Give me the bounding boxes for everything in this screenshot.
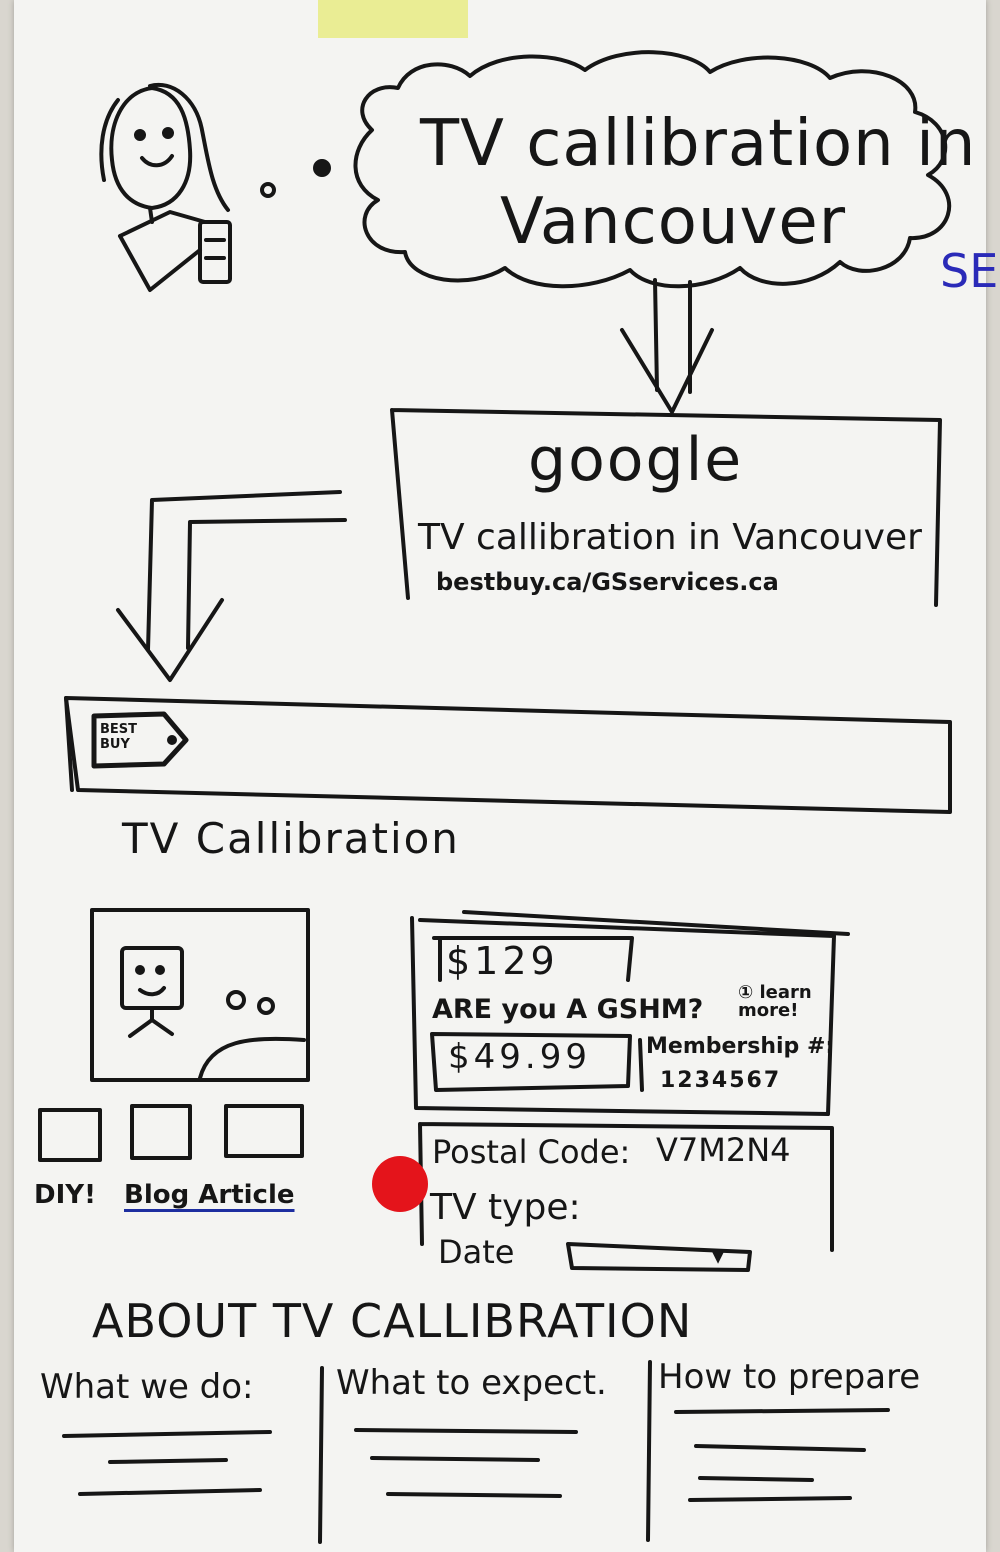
postal-code-label: Postal Code: [432,1133,631,1171]
cloud-bubble-icon [353,50,952,289]
about-column-how-to-prepare: How to prepare [658,1357,921,1397]
logo-text: BEST BUY [100,722,138,752]
down-arrow-icon [620,278,714,414]
date-dropdown-icon[interactable]: ▾ [712,1242,725,1270]
search-engine-name: google [528,425,744,495]
diy-label: DIY! [34,1180,96,1210]
cloud-text-line2: Vancouver [500,185,847,259]
learn-more-link[interactable]: ① learn more! [738,982,812,1021]
site-logo[interactable]: BEST BUY [92,712,180,768]
search-result-title[interactable]: TV callibration in Vancouver [418,517,922,558]
tape-strip [318,0,468,38]
membership-number-input[interactable]: 1234567 [660,1068,782,1093]
redirect-arrow-icon [116,490,347,682]
date-label: Date [438,1233,515,1271]
header-bar [64,696,952,814]
seo-note: SEO [940,244,1000,298]
search-result-url[interactable]: bestbuy.ca/GSservices.ca [436,568,779,596]
paper-sheet [14,0,986,1552]
about-title: ABOUT TV CALLIBRATION [92,1294,693,1348]
google-result-box [390,408,942,607]
service-price: $129 [446,939,559,983]
member-price: $49.99 [448,1037,591,1077]
cloud-text-line1: TV callibration in [420,107,977,181]
red-dot-marker-icon [372,1156,428,1212]
postal-code-input[interactable]: V7M2N4 [656,1131,791,1169]
membership-label: Membership #: [646,1034,835,1059]
person-sketch-icon [99,82,232,292]
about-column-what-to-expect: What to expect. [336,1363,607,1403]
member-question: ARE you A GSHM? [432,994,704,1025]
pricing-box [410,910,850,1116]
media-box [90,908,310,1082]
page-title: TV Callibration [122,814,460,863]
tv-type-label: TV type: [430,1187,581,1228]
about-column-what-we-do: What we do: [40,1367,254,1407]
blog-article-link[interactable]: Blog Article [124,1180,295,1210]
